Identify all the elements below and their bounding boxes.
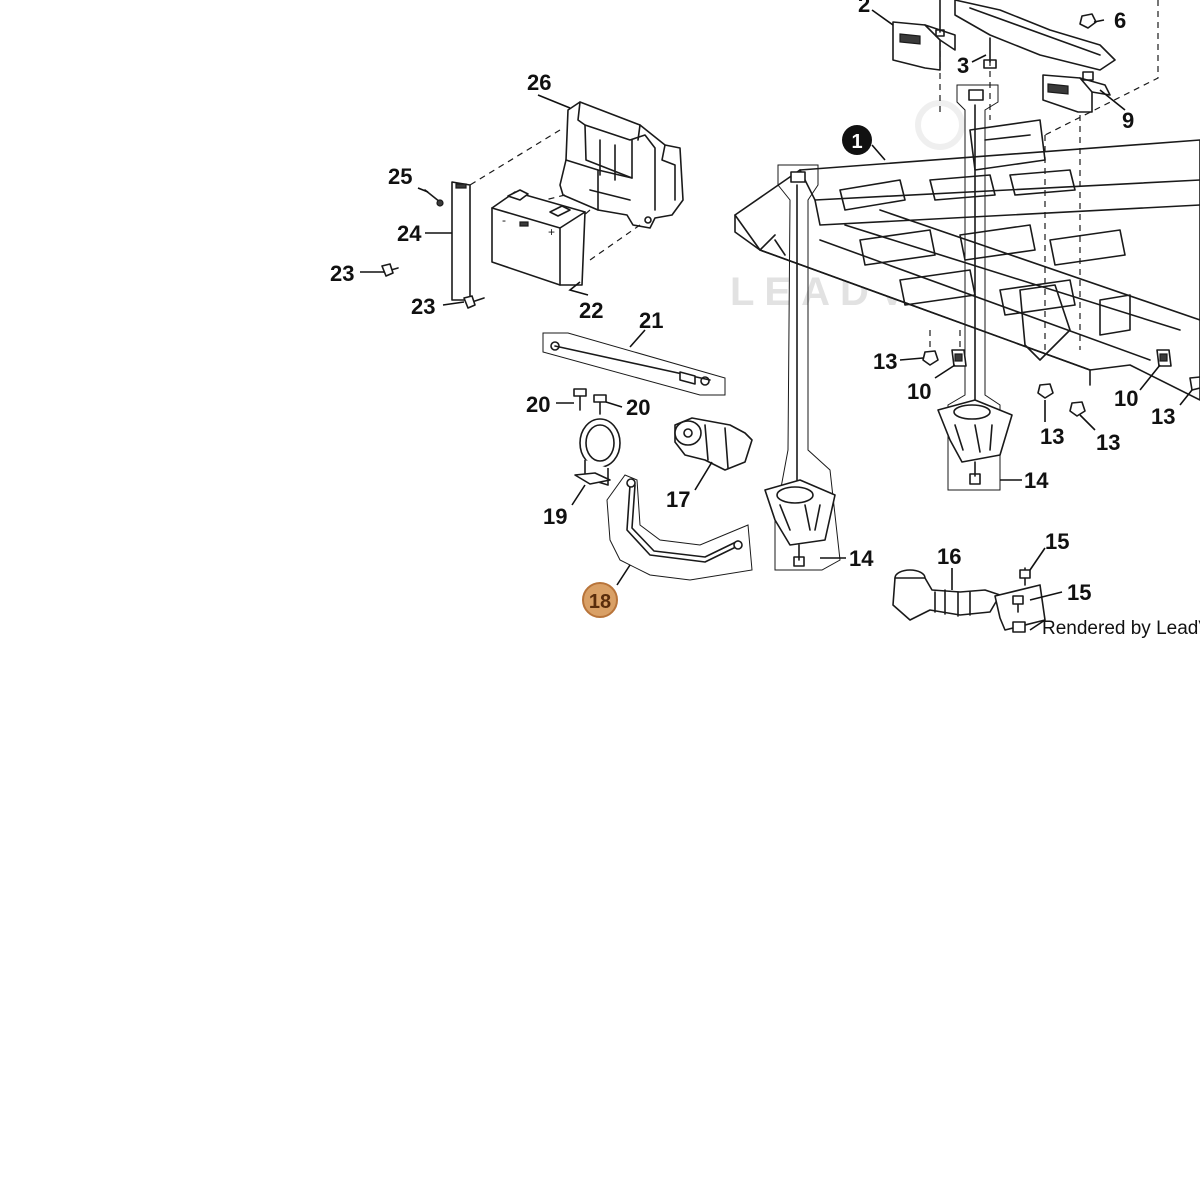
callout-1: 1: [842, 125, 872, 155]
nut-13[interactable]: [1189, 376, 1200, 391]
duct-16[interactable]: [892, 569, 1046, 633]
callout-10: 10: [907, 379, 931, 404]
svg-text:1: 1: [851, 131, 862, 153]
callout-18: 18: [582, 582, 618, 618]
callout-24: 24: [397, 221, 422, 246]
svg-text:+: +: [548, 225, 555, 239]
rail-6[interactable]: [954, 0, 1116, 71]
battery-22[interactable]: + -: [491, 189, 586, 286]
bolt-2[interactable]: [935, 0, 945, 37]
hose-18-frame: [606, 474, 753, 581]
bolt-20-left[interactable]: [573, 388, 587, 411]
bracket-2[interactable]: [892, 21, 956, 71]
mount-14-left-frame: [774, 164, 841, 571]
callout-21: 21: [639, 308, 663, 333]
bolt-3[interactable]: [983, 37, 997, 69]
nut-6[interactable]: [1079, 13, 1097, 29]
callout-19: 19: [543, 504, 567, 529]
nut-13[interactable]: [1037, 383, 1054, 399]
callout-3: 3: [957, 53, 969, 78]
assembly-line: [939, 40, 991, 120]
leader-lines: [360, 9, 1193, 631]
watermark-logo-icon: [915, 100, 965, 150]
bolt-15-top[interactable]: [1019, 567, 1031, 586]
callout-13: 13: [1096, 430, 1120, 455]
callout-18-highlight: [582, 582, 618, 618]
svg-text:18: 18: [589, 591, 611, 613]
strap-24[interactable]: [451, 181, 471, 301]
clip-10[interactable]: [951, 349, 967, 367]
callout-15: 15: [1067, 580, 1091, 605]
clip-10[interactable]: [1156, 349, 1172, 367]
bolt-23-bottom[interactable]: [463, 295, 485, 309]
callout-16: 16: [937, 544, 961, 569]
mount-14-left[interactable]: [764, 171, 836, 567]
callout-13: 13: [1040, 424, 1064, 449]
bracket-9[interactable]: [1042, 71, 1111, 113]
callout-9: 9: [1122, 108, 1134, 133]
strap-21-frame: [542, 332, 726, 396]
rendered-by-text: Rendered by LeadV: [1042, 618, 1200, 639]
bolt-15-side[interactable]: [1012, 595, 1024, 613]
hose-18[interactable]: [626, 478, 743, 563]
callout-6: 6: [1114, 8, 1126, 33]
callout-2: 2: [858, 0, 870, 17]
callout-17: 17: [666, 487, 690, 512]
mount-14-right[interactable]: [937, 89, 1013, 485]
mount-14-right-frame: [947, 84, 1001, 491]
callout-25: 25: [388, 164, 412, 189]
callout-23: 23: [330, 261, 354, 286]
callout-14: 14: [849, 546, 874, 571]
frame-assembly[interactable]: [734, 119, 1200, 401]
filter-17[interactable]: [674, 417, 753, 471]
callout-23: 23: [411, 294, 435, 319]
bolt-23-left[interactable]: [381, 263, 399, 277]
callout-10: 10: [1114, 386, 1138, 411]
callout-20: 20: [526, 392, 550, 417]
callout-15: 15: [1045, 529, 1069, 554]
callout-20: 20: [626, 395, 650, 420]
strap-21[interactable]: [550, 341, 711, 386]
assembly-line: [1044, 0, 1159, 350]
callout-13: 13: [873, 349, 897, 374]
nut-13[interactable]: [1069, 401, 1086, 417]
callout-14: 14: [1024, 468, 1049, 493]
bolt-20-right[interactable]: [593, 394, 607, 415]
callout-13: 13: [1151, 404, 1175, 429]
svg-text:-: -: [502, 213, 506, 227]
callout-22: 22: [579, 298, 603, 323]
callout-26: 26: [527, 70, 551, 95]
bracket-19[interactable]: [574, 418, 621, 486]
battery-box-26[interactable]: [559, 101, 684, 229]
nut-13[interactable]: [922, 350, 939, 366]
